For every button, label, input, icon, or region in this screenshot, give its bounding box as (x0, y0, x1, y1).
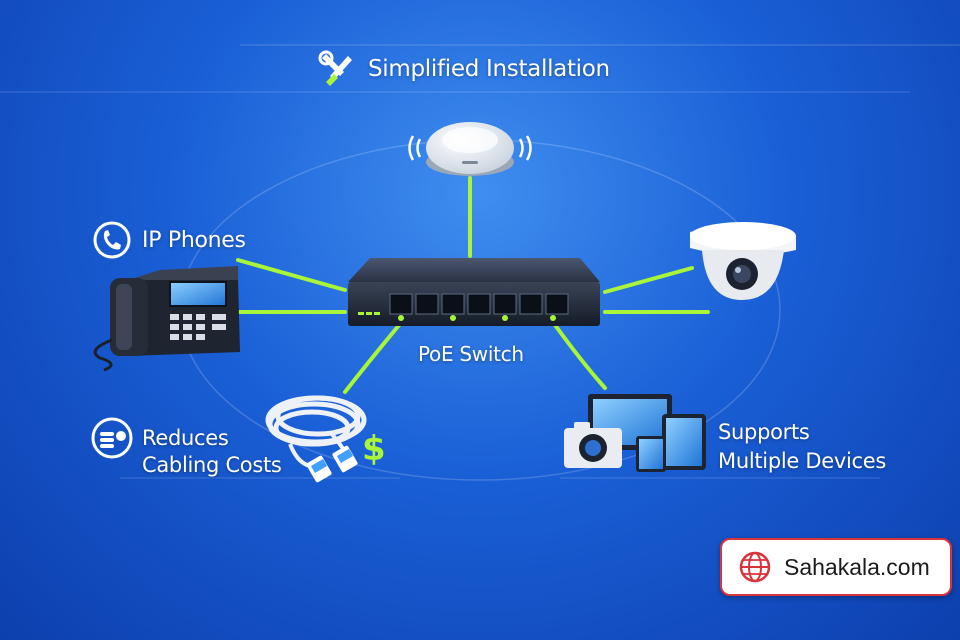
ip-phones-label: IP Phones (142, 228, 246, 253)
poe-switch-icon (348, 258, 600, 326)
brand-badge[interactable]: Sahakala.com (720, 538, 952, 596)
link-cable (343, 316, 407, 394)
devices-line2: Multiple Devices (718, 449, 887, 473)
cabling-costs-label: Reduces Cabling Costs (142, 425, 282, 479)
cabling-line2: Cabling Costs (142, 453, 282, 477)
devices-icon (564, 394, 706, 472)
connection-lines (236, 176, 710, 394)
globe-icon (739, 551, 771, 583)
dome-camera-icon (690, 222, 796, 300)
devices-line1: Supports (718, 420, 810, 444)
cost-symbol: $ (362, 429, 386, 469)
rj45-connector-icon (306, 445, 358, 483)
title-label: Simplified Installation (368, 56, 610, 82)
access-point-icon (408, 122, 532, 176)
tools-icon (318, 50, 352, 86)
link-devices (548, 316, 607, 390)
coins-icon (91, 417, 133, 459)
brand-text: Sahakala.com (784, 553, 930, 580)
poe-switch-label: PoE Switch (418, 342, 524, 366)
phone-icon (93, 221, 131, 259)
link-phone-upper (236, 258, 347, 292)
cabling-line1: Reduces (142, 426, 229, 450)
link-camera-upper (603, 266, 694, 294)
multiple-devices-label: Supports Multiple Devices (718, 418, 886, 476)
desk-phone-icon (93, 266, 240, 372)
